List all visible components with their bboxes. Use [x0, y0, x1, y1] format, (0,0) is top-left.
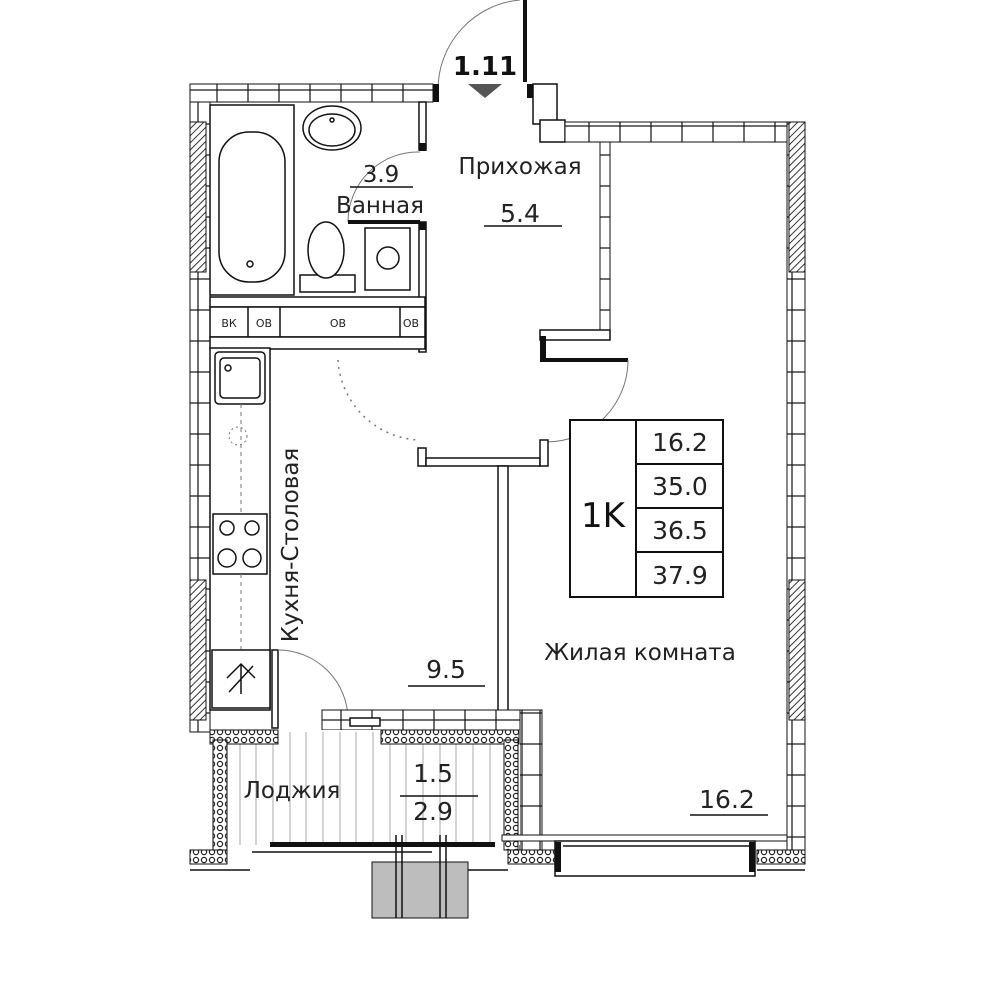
- vent-shafts: ВК ОВ ОВ ОВ: [209, 296, 426, 350]
- hallway-label: Прихожая: [458, 154, 581, 180]
- loggia-label: Лоджия: [244, 778, 341, 804]
- kitchen-counter: [209, 347, 271, 711]
- kitchen-area: 9.5: [426, 655, 466, 684]
- summary-table: 1K 16.2 35.0 36.5 37.9: [569, 419, 724, 598]
- summary-total-area: 35.0: [652, 472, 708, 501]
- kitchen-opening: [337, 359, 419, 441]
- bathtub: [209, 104, 295, 296]
- wall-right: [786, 121, 806, 853]
- shaft-label: ОВ: [403, 317, 419, 330]
- sink: [302, 105, 362, 151]
- bathroom-area: 3.9: [363, 162, 400, 188]
- summary-area-with-loggia-reduced: 36.5: [652, 516, 708, 545]
- living-room-area: 16.2: [699, 785, 755, 814]
- shaft-label: ОВ: [256, 317, 272, 330]
- shaft-label: ВК: [221, 317, 237, 330]
- washing-machine: [364, 227, 411, 291]
- summary-area-with-loggia-full: 37.9: [652, 561, 708, 590]
- wall-bathroom-right: [347, 101, 427, 353]
- loggia-area-full: 2.9: [413, 797, 453, 826]
- entry-arrow-icon: [468, 84, 502, 98]
- entry-door[interactable]: [437, 0, 527, 91]
- living-room-label: Жилая комната: [544, 640, 736, 666]
- wall-hallway: [527, 83, 791, 362]
- kitchen-label: Кухня-Столовая: [278, 448, 304, 643]
- loggia-door[interactable]: [271, 649, 349, 729]
- loggia-area-reduced: 1.5: [413, 759, 453, 788]
- ac-unit: [371, 835, 469, 919]
- apartment-number: 1.11: [453, 52, 517, 82]
- shaft-label: ОВ: [330, 317, 346, 330]
- toilet: [299, 221, 356, 293]
- living-room-window: [501, 834, 806, 877]
- bathroom-label: Ванная: [336, 193, 424, 219]
- apartment-type: 1K: [581, 496, 627, 536]
- summary-living-area: 16.2: [652, 428, 708, 457]
- wall-left: [189, 101, 211, 733]
- hallway-area: 5.4: [500, 199, 540, 228]
- wall-top-bathroom: [189, 83, 439, 103]
